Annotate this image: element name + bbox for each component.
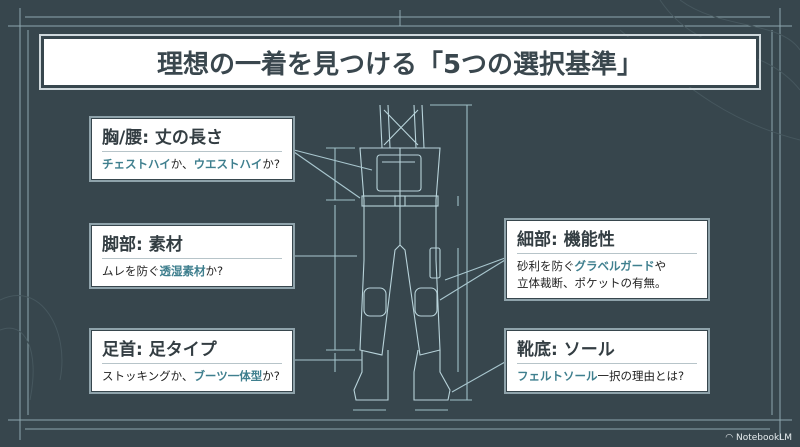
card-text: ムレを防ぐ透湿素材か?: [102, 264, 224, 278]
criterion-card-details: 細部: 機能性 砂利を防ぐグラベルガードや立体裁断、ポケットの有無。: [504, 218, 710, 301]
card-heading: 脚部: 素材: [102, 230, 282, 259]
leader-lines: [293, 149, 506, 393]
card-text: チェストハイか、ウエストハイか?: [102, 157, 280, 171]
card-text: フェルトソール一択の理由とは?: [517, 369, 685, 383]
criterion-card-sole: 靴底: ソール フェルトソール一択の理由とは?: [504, 328, 710, 394]
card-heading: 靴底: ソール: [517, 335, 697, 364]
card-text: ストッキングか、ブーツ一体型か?: [102, 369, 280, 383]
watermark: ◠ NotebookLM: [725, 433, 792, 443]
card-heading: 足首: 足タイプ: [102, 335, 282, 364]
notebooklm-logo-icon: ◠: [725, 433, 736, 443]
criterion-card-material: 脚部: 素材 ムレを防ぐ透湿素材か?: [89, 223, 295, 289]
wader-body: [353, 104, 451, 401]
dimension-lines: [326, 104, 472, 411]
card-heading: 細部: 機能性: [517, 225, 697, 254]
card-heading: 胸/腰: 丈の長さ: [102, 123, 282, 152]
criterion-card-foot-type: 足首: 足タイプ ストッキングか、ブーツ一体型か?: [89, 328, 295, 394]
card-text: 砂利を防ぐグラベルガードや立体裁断、ポケットの有無。: [517, 259, 667, 290]
criterion-card-length: 胸/腰: 丈の長さ チェストハイか、ウエストハイか?: [89, 116, 295, 182]
page-title: 理想の一着を見つける「5つの選択基準」: [39, 34, 761, 90]
